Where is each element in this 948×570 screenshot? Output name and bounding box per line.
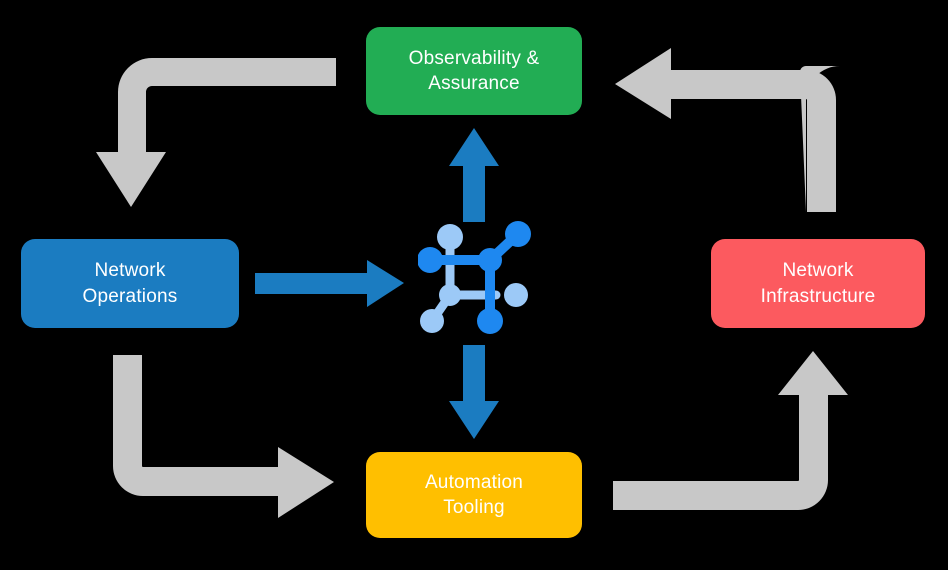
arrow-operations-to-center	[255, 260, 404, 307]
node-operations-label: Network Operations	[82, 260, 178, 307]
arrow-center-to-automation	[449, 345, 499, 439]
node-infrastructure-label: Network Infrastructure	[760, 260, 876, 307]
connector-infrastructure-to-observability-body	[615, 48, 836, 212]
connector-observability-to-operations	[96, 58, 336, 207]
node-observability-label: Observability & Assurance	[408, 47, 540, 94]
node-automation-tooling[interactable]: Automation Tooling	[366, 452, 582, 538]
network-topology-icon	[417, 220, 536, 338]
node-automation-label: Automation Tooling	[424, 471, 524, 518]
arrow-center-to-observability	[449, 128, 499, 222]
node-observability-and-assurance[interactable]: Observability & Assurance	[366, 27, 582, 115]
node-network-infrastructure[interactable]: Network Infrastructure	[711, 239, 925, 328]
connector-operations-to-automation	[113, 355, 334, 518]
connector-automation-to-infrastructure	[613, 351, 848, 510]
node-network-operations[interactable]: Network Operations	[21, 239, 239, 328]
